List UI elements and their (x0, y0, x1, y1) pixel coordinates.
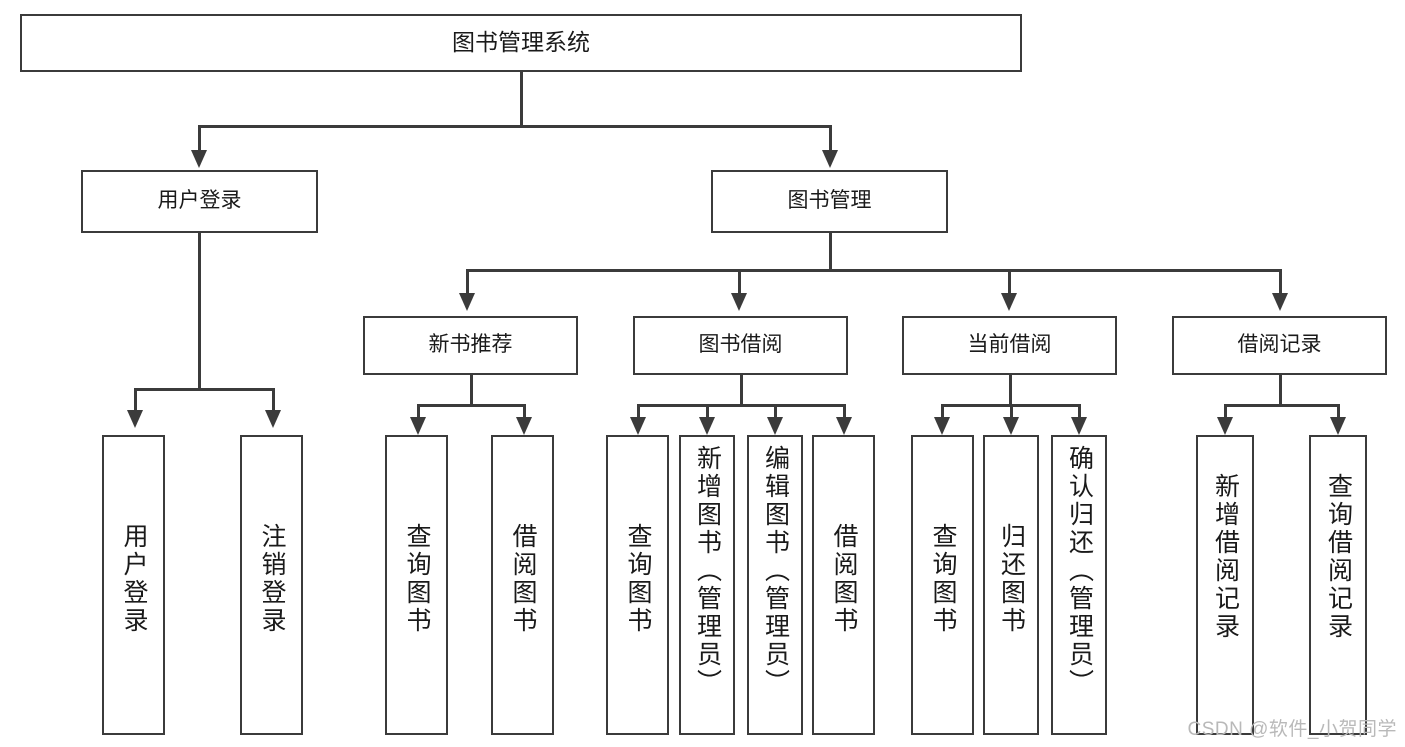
leaf-query-book-current[interactable]: 查询图书 (911, 435, 974, 735)
leaf-query-book-borrow[interactable]: 查询图书 (606, 435, 669, 735)
leaf-logout[interactable]: 注销登录 (240, 435, 303, 735)
arrow-add-record (1217, 417, 1233, 435)
connector-drop-new-book (466, 269, 469, 296)
leaf-query-book-new[interactable]: 查询图书 (385, 435, 448, 735)
node-label: 查询图书 (403, 523, 431, 635)
arrow-book-borrow (731, 293, 747, 311)
leaf-return-book[interactable]: 归还图书 (983, 435, 1039, 735)
node-label: 查询借阅记录 (1324, 473, 1353, 641)
connector-drop-book-mgmt (829, 125, 832, 153)
node-label: 注销登录 (258, 523, 286, 635)
node-user-login[interactable]: 用户登录 (81, 170, 318, 233)
connector-borrow-records-bus (1224, 404, 1339, 407)
connector-drop-borrow-book-1 (523, 404, 526, 420)
node-new-book-recommend[interactable]: 新书推荐 (363, 316, 578, 375)
arrow-new-book (459, 293, 475, 311)
leaf-edit-book[interactable]: 编辑图书（管理员） (747, 435, 803, 735)
node-root[interactable]: 图书管理系统 (20, 14, 1022, 72)
leaf-query-borrow-record[interactable]: 查询借阅记录 (1309, 435, 1367, 735)
node-label: 编辑图书（管理员） (761, 445, 790, 697)
connector-book-borrow-bus (637, 404, 845, 407)
connector-user-login-bus (134, 388, 274, 391)
arrow-user-login (191, 150, 207, 168)
node-label: 新增图书（管理员） (693, 445, 722, 697)
node-label: 确认归还（管理员） (1065, 445, 1094, 697)
connector-current-borrow-stem (1009, 375, 1012, 406)
connector-drop-return-book (1010, 404, 1013, 420)
connector-drop-query-book-1 (417, 404, 420, 420)
node-label: 新增借阅记录 (1211, 473, 1240, 641)
connector-drop-query-book-3 (941, 404, 944, 420)
connector-drop-borrow-book-2 (843, 404, 846, 420)
connector-borrow-records-stem (1279, 375, 1282, 406)
leaf-borrow-book[interactable]: 借阅图书 (812, 435, 875, 735)
connector-drop-leaf-user-login (134, 388, 137, 412)
arrow-leaf-user-login (127, 410, 143, 428)
connector-drop-book-borrow (738, 269, 741, 296)
connector-new-book-stem (470, 375, 473, 406)
connector-book-mgmt-stem (829, 233, 832, 271)
node-label: 借阅图书 (509, 523, 537, 635)
connector-drop-user-login (198, 125, 201, 153)
arrow-add-book (699, 417, 715, 435)
connector-drop-borrow-records (1279, 269, 1282, 296)
connector-drop-leaf-logout (272, 388, 275, 412)
node-book-borrow[interactable]: 图书借阅 (633, 316, 848, 375)
arrow-leaf-logout (265, 410, 281, 428)
node-label: 归还图书 (997, 523, 1026, 635)
node-label: 借阅图书 (830, 523, 858, 635)
leaf-borrow-book-new[interactable]: 借阅图书 (491, 435, 554, 735)
node-label: 图书借阅 (698, 333, 783, 357)
connector-book-borrow-stem (740, 375, 743, 406)
arrow-edit-book (767, 417, 783, 435)
connector-drop-edit-book (774, 404, 777, 420)
arrow-query-book-2 (630, 417, 646, 435)
connector-drop-current-borrow (1008, 269, 1011, 296)
arrow-book-mgmt (822, 150, 838, 168)
connector-user-login-stem (198, 233, 201, 390)
node-current-borrow[interactable]: 当前借阅 (902, 316, 1117, 375)
leaf-add-book[interactable]: 新增图书（管理员） (679, 435, 735, 735)
arrow-query-book-3 (934, 417, 950, 435)
arrow-query-record (1330, 417, 1346, 435)
arrow-borrow-book-1 (516, 417, 532, 435)
connector-level2-bus (198, 125, 831, 128)
arrow-confirm-return (1071, 417, 1087, 435)
node-label: 借阅记录 (1237, 333, 1322, 357)
arrow-borrow-records (1272, 293, 1288, 311)
connector-root-stem (520, 72, 523, 125)
connector-drop-add-record (1224, 404, 1227, 420)
node-label: 用户登录 (157, 189, 242, 213)
node-label: 查询图书 (929, 523, 957, 635)
leaf-confirm-return[interactable]: 确认归还（管理员） (1051, 435, 1107, 735)
arrow-current-borrow (1001, 293, 1017, 311)
arrow-borrow-book-2 (836, 417, 852, 435)
node-label: 图书管理 (787, 189, 872, 213)
node-label: 查询图书 (624, 523, 652, 635)
connector-new-book-bus (417, 404, 525, 407)
connector-drop-add-book (706, 404, 709, 420)
arrow-query-book-1 (410, 417, 426, 435)
leaf-add-borrow-record[interactable]: 新增借阅记录 (1196, 435, 1254, 735)
node-label: 用户登录 (120, 523, 148, 635)
connector-drop-confirm-return (1078, 404, 1081, 420)
node-label: 新书推荐 (428, 333, 513, 357)
connector-drop-query-book-2 (637, 404, 640, 420)
connector-level3-bus (466, 269, 1281, 272)
node-label: 当前借阅 (967, 333, 1052, 357)
leaf-user-login[interactable]: 用户登录 (102, 435, 165, 735)
connector-drop-query-record (1337, 404, 1340, 420)
node-borrow-records[interactable]: 借阅记录 (1172, 316, 1387, 375)
node-book-management[interactable]: 图书管理 (711, 170, 948, 233)
node-label: 图书管理系统 (452, 29, 590, 56)
arrow-return-book (1003, 417, 1019, 435)
